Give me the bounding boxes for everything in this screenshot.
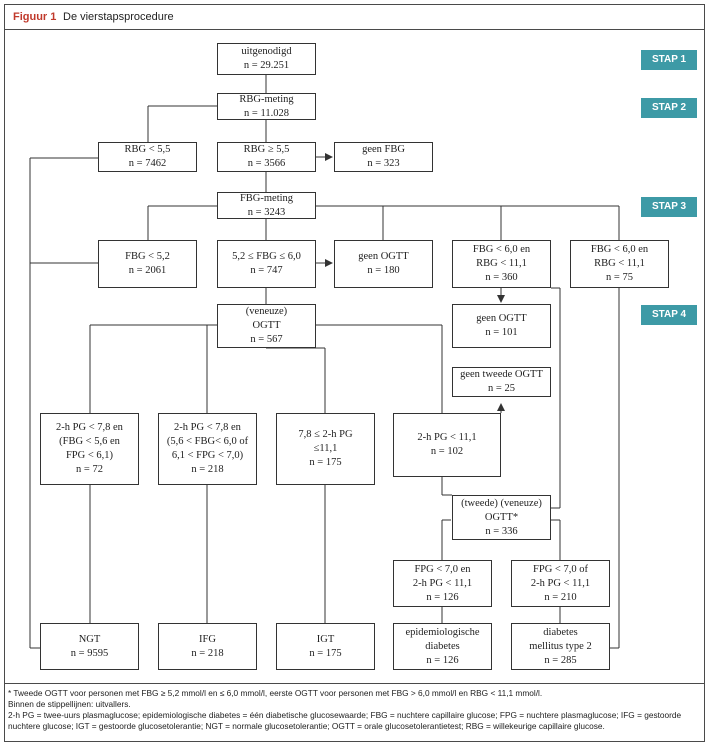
footnote-asterisk: * Tweede OGTT voor personen met FBG ≥ 5,… — [8, 688, 543, 698]
step-4-badge: STAP 4 — [641, 305, 697, 325]
step-2-badge: STAP 2 — [641, 98, 697, 118]
box-tweede-ogtt: (tweede) (veneuze)OGTT*n = 336 — [452, 495, 551, 540]
figure-header: Figuur 1 De vierstapsprocedure — [4, 4, 705, 30]
footnote-divider — [4, 683, 705, 684]
step-1-badge: STAP 1 — [641, 50, 697, 70]
step-3-badge: STAP 3 — [641, 197, 697, 217]
figure-label: Figuur 1 — [13, 11, 57, 23]
footnote-dotted-lines: Binnen de stippellijnen: uitvallers. — [8, 699, 131, 709]
footnote-abbreviations: 2-h PG = twee-uurs plasmaglucose; epidem… — [8, 710, 682, 731]
footnotes: * Tweede OGTT voor personen met FBG ≥ 5,… — [8, 688, 702, 732]
figure-title: De vierstapsprocedure — [63, 11, 174, 23]
